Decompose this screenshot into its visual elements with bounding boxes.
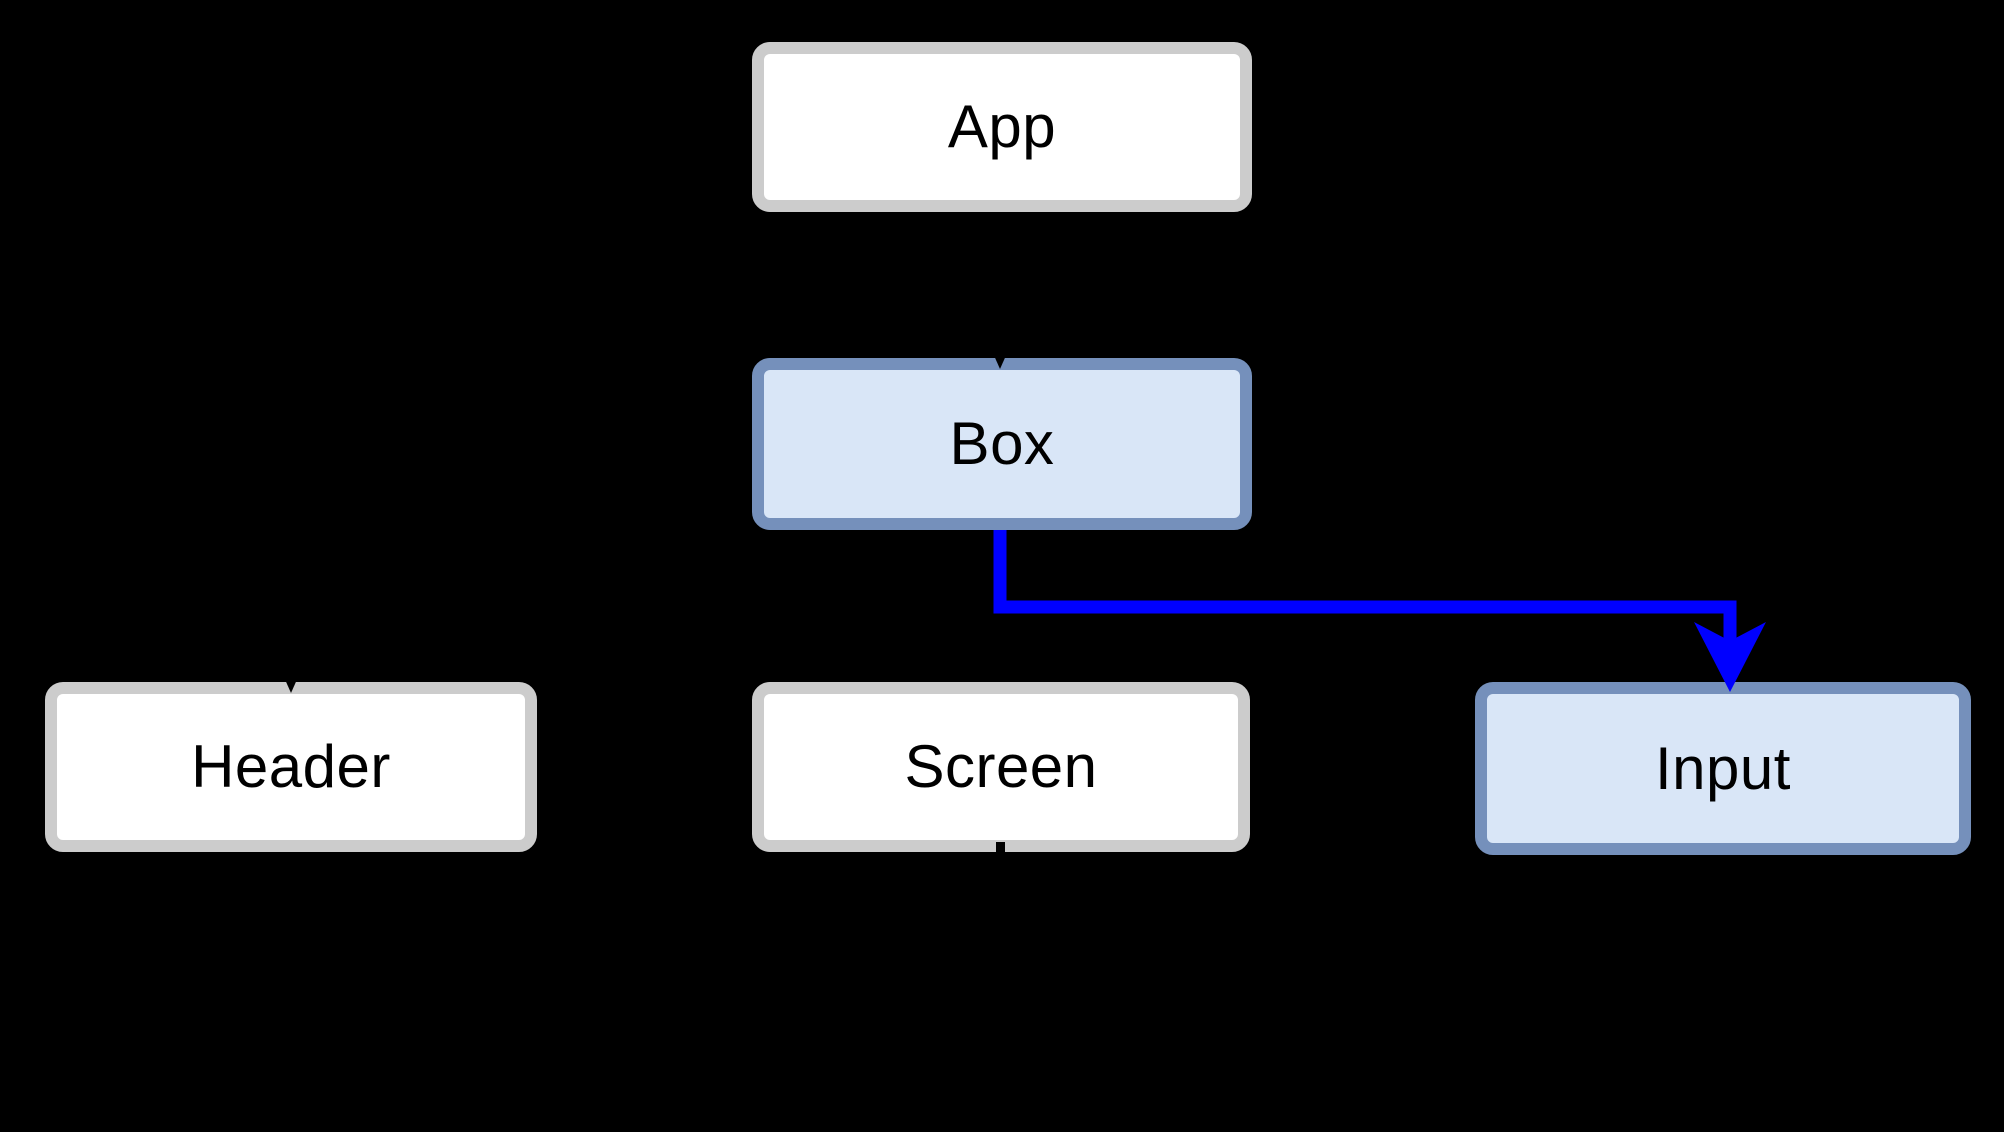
node-box-label: Box <box>949 410 1055 477</box>
edge-box-to-input <box>993 530 1737 641</box>
node-screen-label: Screen <box>904 733 1098 800</box>
node-box: Box <box>752 358 1252 530</box>
node-header: Header <box>45 682 537 852</box>
node-app: App <box>752 42 1252 212</box>
node-input: Input <box>1475 682 1971 855</box>
node-header-label: Header <box>191 733 391 800</box>
node-input-label: Input <box>1655 734 1791 802</box>
node-app-label: App <box>947 93 1057 160</box>
node-screen: Screen <box>752 682 1250 852</box>
